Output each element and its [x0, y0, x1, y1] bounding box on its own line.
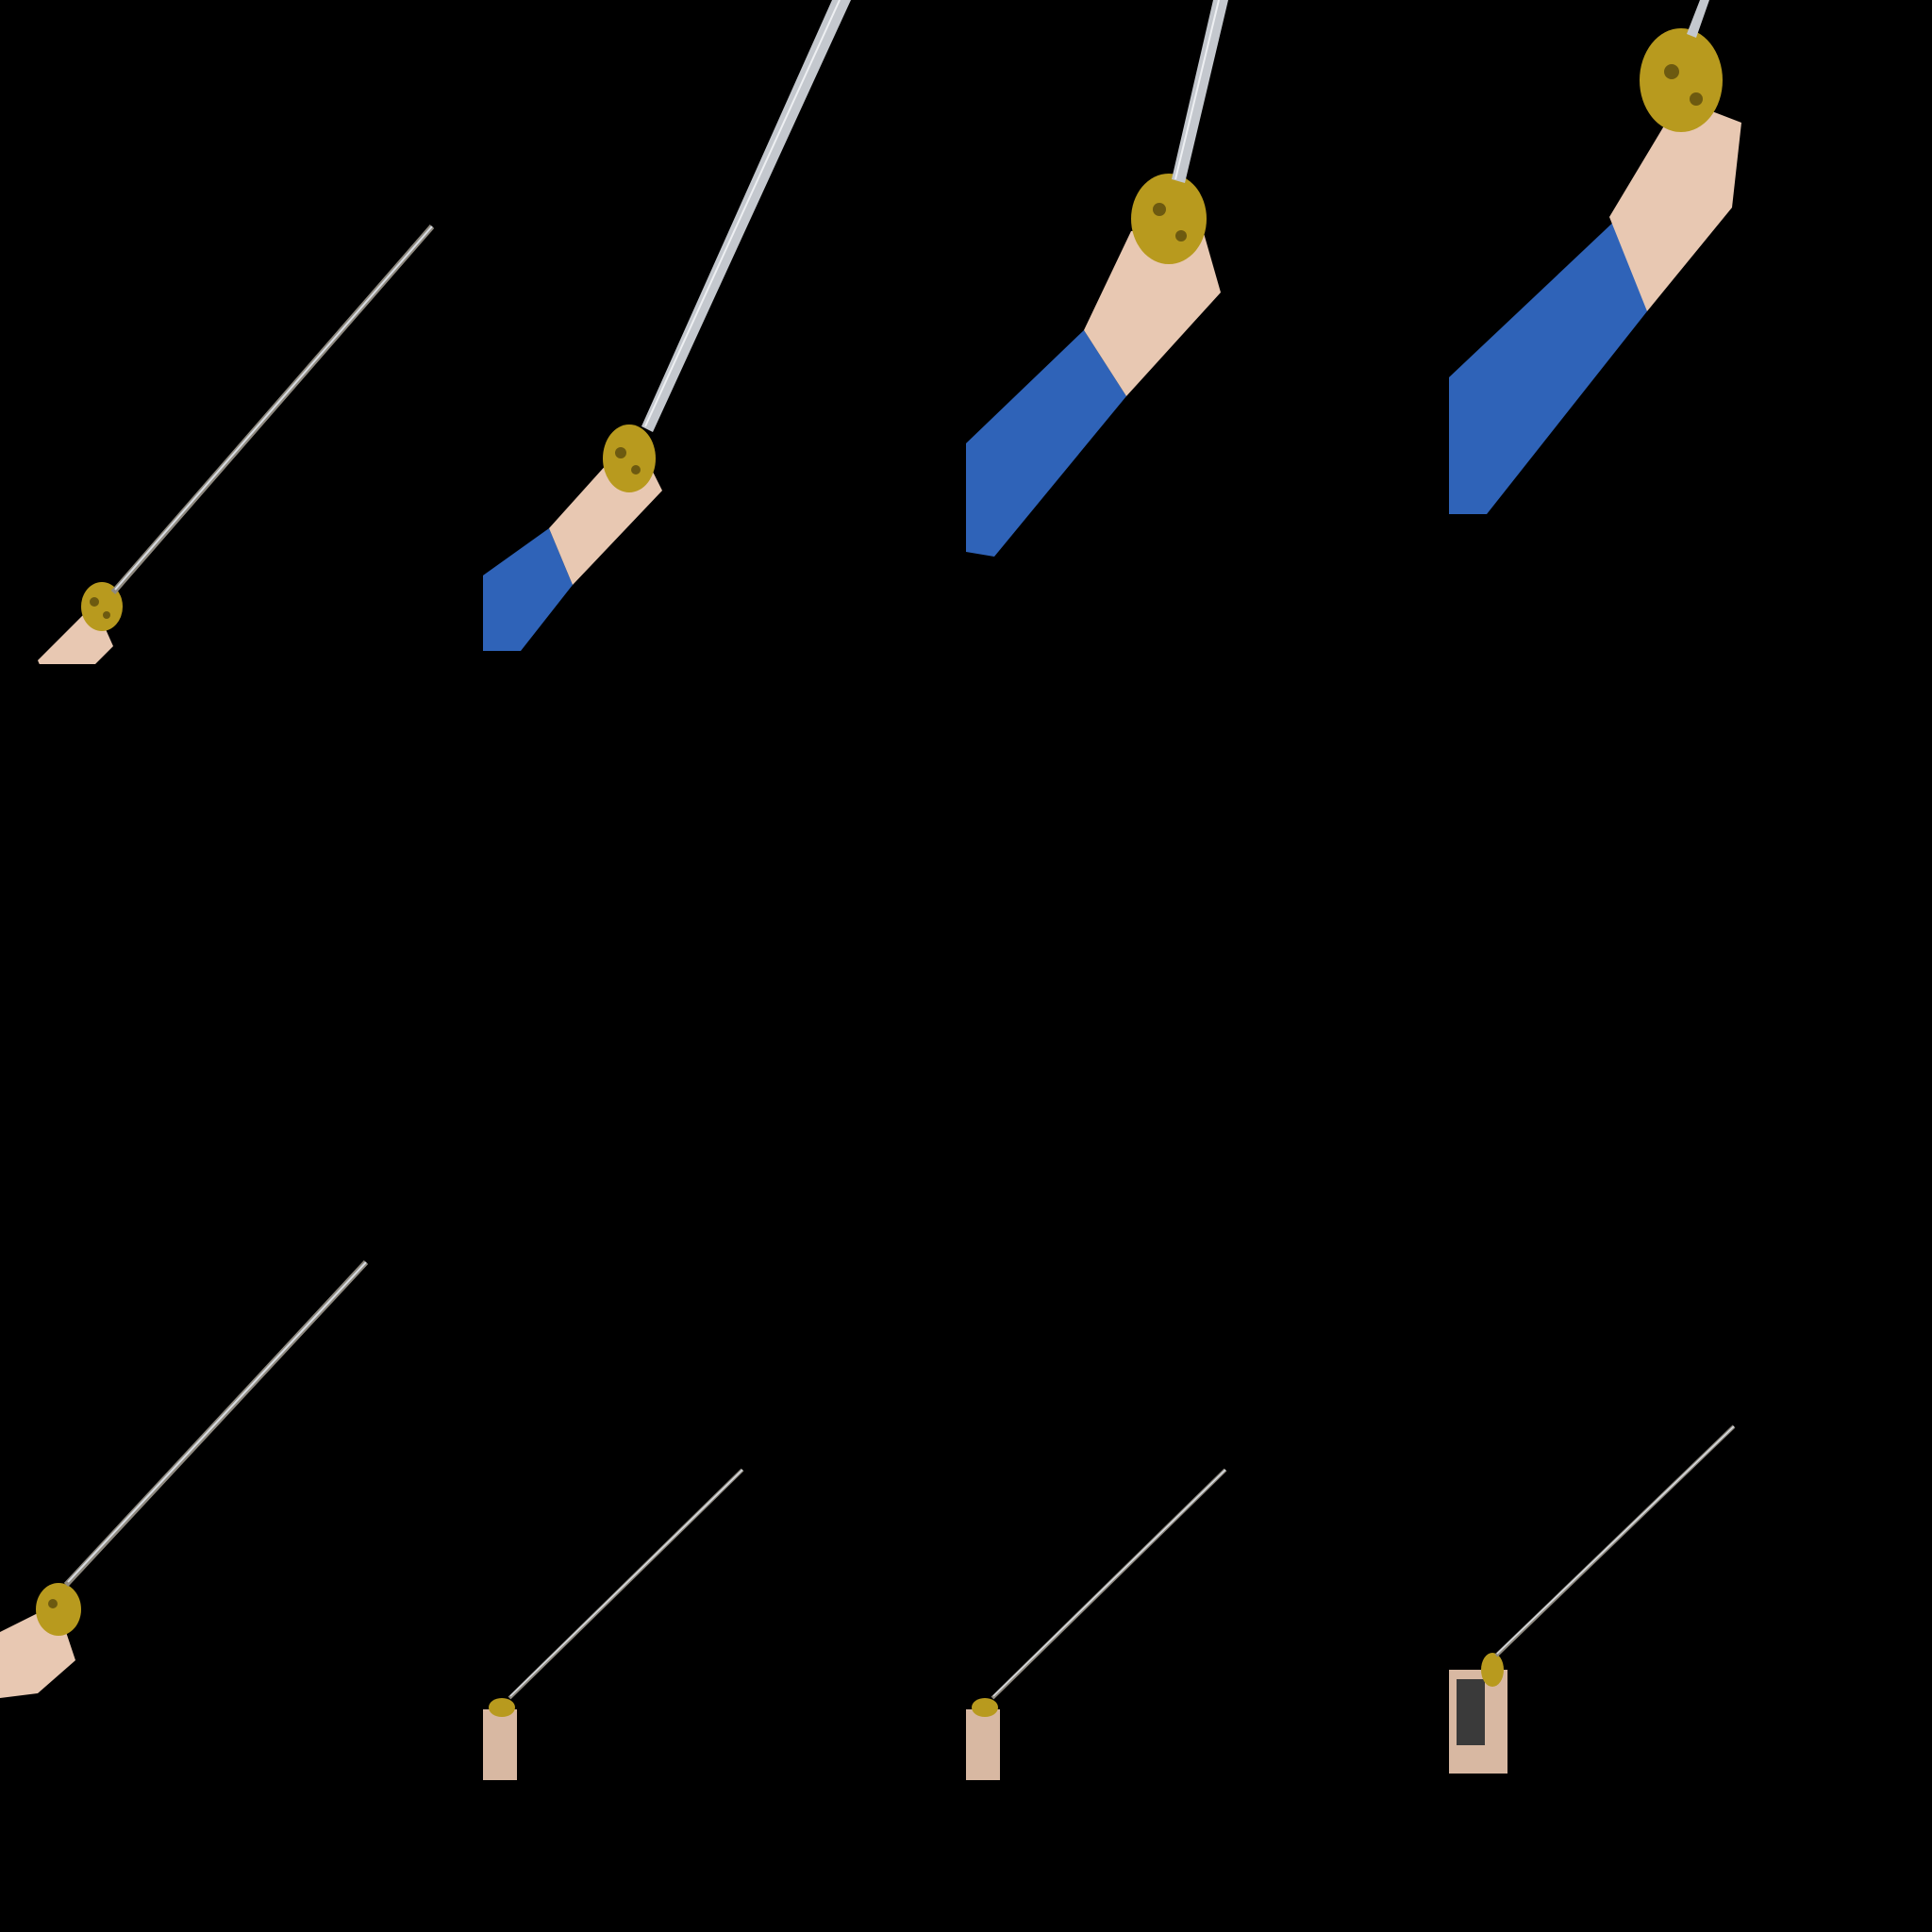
guard — [36, 1583, 81, 1636]
grip-wrap — [1457, 1679, 1485, 1745]
sleeve — [966, 330, 1126, 557]
guard-hole — [90, 597, 99, 607]
guard — [81, 582, 123, 631]
guard — [1640, 28, 1723, 132]
blade — [641, 0, 851, 432]
guard — [1481, 1653, 1504, 1687]
frame-6-sword-only — [483, 1434, 966, 1792]
blade — [1172, 0, 1228, 183]
frame-8-sword-dark-grip — [1449, 1396, 1932, 1792]
frame-4-arm-top-sword — [1449, 0, 1932, 664]
blade — [1687, 0, 1709, 38]
frame-4-drawing — [1449, 0, 1741, 514]
guard-hole — [1175, 230, 1187, 242]
frame-3-drawing — [966, 0, 1228, 557]
blade-edge — [644, 0, 841, 427]
blade-edge — [114, 225, 433, 591]
guard-hole — [1664, 64, 1679, 79]
guard-hole — [48, 1599, 58, 1608]
guard-hole — [1153, 203, 1166, 216]
guard — [489, 1698, 515, 1717]
blade-edge — [509, 1469, 743, 1697]
guard — [972, 1698, 998, 1717]
frame-7-drawing — [966, 1468, 1227, 1780]
guard-hole — [631, 465, 641, 475]
blade-edge — [67, 1261, 367, 1583]
frame-1-drawing — [38, 225, 435, 664]
guard — [1131, 174, 1207, 264]
guard-hole — [615, 447, 626, 458]
frame-3-arm-high-sword — [966, 0, 1449, 664]
frame-2-arm-raised-sword — [483, 0, 966, 664]
frame-7-sword-only — [966, 1434, 1449, 1792]
frame-5-hand-sword — [0, 1217, 483, 1783]
frame-6-drawing — [483, 1468, 744, 1780]
grip — [966, 1709, 1000, 1780]
frame-1-arm-extended-sword — [0, 0, 483, 664]
frame-8-drawing — [1449, 1424, 1736, 1774]
guard-hole — [1690, 92, 1703, 106]
forearm — [1084, 226, 1221, 396]
grip — [483, 1709, 517, 1780]
blade-edge — [1174, 0, 1220, 180]
sleeve — [483, 528, 573, 651]
guard — [603, 425, 656, 492]
blade-edge — [992, 1469, 1226, 1697]
frame-2-drawing — [483, 0, 851, 651]
frame-5-drawing — [0, 1259, 369, 1698]
blade-edge — [1496, 1425, 1735, 1655]
forearm — [1609, 99, 1741, 311]
guard-hole — [103, 611, 110, 619]
sleeve — [1449, 217, 1647, 514]
